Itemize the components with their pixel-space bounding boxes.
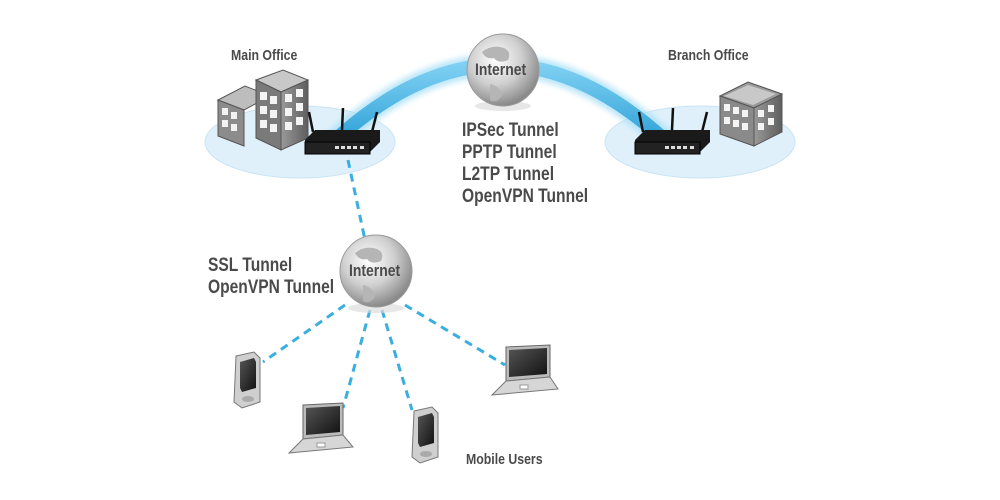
- main-office-router-icon: [304, 107, 380, 155]
- tunnel-type-item: PPTP Tunnel: [462, 142, 557, 163]
- remote-access-links: [262, 159, 506, 411]
- internet-cloud-bottom-label: Internet: [349, 261, 401, 280]
- link-internet-to-laptop-1: [341, 309, 372, 409]
- site-to-site-tunnel-list: IPSec Tunnel PPTP Tunnel L2TP Tunnel Ope…: [462, 120, 588, 208]
- link-internet-to-pda-2: [380, 309, 414, 411]
- link-internet-to-laptop-2: [404, 303, 506, 367]
- link-internet-to-pda-1: [262, 303, 346, 364]
- remote-access-tunnel-list: SSL Tunnel OpenVPN Tunnel: [208, 255, 334, 299]
- laptop-icon: [490, 344, 559, 396]
- pda-icon: [411, 406, 439, 464]
- branch-office-building-icon: [718, 81, 784, 147]
- tunnel-type-item: SSL Tunnel: [208, 255, 293, 276]
- internet-globe-top-icon: [466, 33, 540, 111]
- main-office-buildings-icon: [216, 69, 310, 151]
- tunnel-type-item: OpenVPN Tunnel: [208, 277, 335, 298]
- tunnel-type-item: IPSec Tunnel: [462, 120, 559, 141]
- laptop-icon: [287, 402, 354, 454]
- main-office-label: Main Office: [231, 47, 298, 64]
- branch-office-router-icon: [634, 107, 710, 155]
- internet-cloud-top-label: Internet: [475, 60, 527, 79]
- mobile-users-label: Mobile Users: [466, 451, 543, 468]
- branch-office-label: Branch Office: [668, 47, 749, 64]
- tunnel-type-item: L2TP Tunnel: [462, 164, 555, 185]
- internet-globe-bottom-icon: [339, 234, 413, 313]
- tunnel-type-item: OpenVPN Tunnel: [462, 186, 589, 207]
- pda-icon: [233, 351, 261, 409]
